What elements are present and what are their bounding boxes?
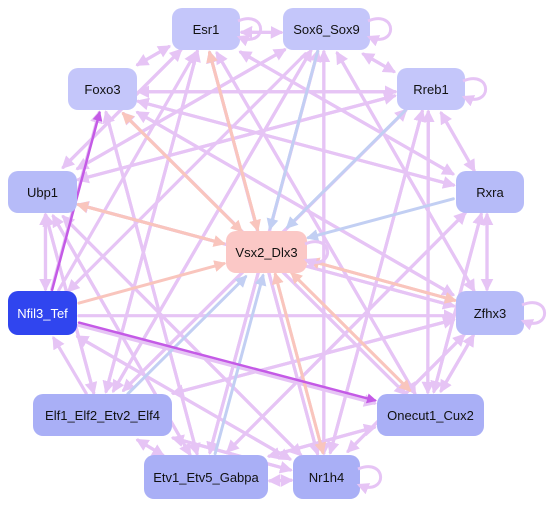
node-label: Nfil3_Tef <box>17 305 68 321</box>
node-esr1[interactable]: Esr1 <box>172 8 240 50</box>
node-label: Foxo3 <box>84 81 121 97</box>
node-label: Sox6_Sox9 <box>293 21 360 37</box>
node-foxo3[interactable]: Foxo3 <box>68 68 137 110</box>
edge-nfil3_tef-to-esr1 <box>57 51 197 292</box>
self-loop-vsx2_dlx3 <box>303 240 329 270</box>
node-elf1-elf2-etv2-elf4[interactable]: Elf1_Elf2_Etv2_Elf4 <box>33 394 172 436</box>
node-label: Zfhx3 <box>473 305 507 321</box>
node-label: Elf1_Elf2_Etv2_Elf4 <box>45 407 160 423</box>
edge-vsx2_dlx3-to-ubp1 <box>76 201 225 246</box>
node-zfhx3[interactable]: Zfhx3 <box>456 291 524 335</box>
edge-rreb1-to-vsx2_dlx3 <box>285 108 408 229</box>
node-nr1h4[interactable]: Nr1h4 <box>293 455 360 499</box>
edge-rxra-to-vsx2_dlx3 <box>306 197 455 241</box>
self-loop-zfhx3 <box>520 301 546 331</box>
self-loop-sox6_sox9 <box>366 17 392 47</box>
node-nfil3-tef[interactable]: Nfil3_Tef <box>8 291 77 335</box>
node-etv1-etv5-gabpa[interactable]: Etv1_Etv5_Gabpa <box>144 455 268 499</box>
self-loop-esr1 <box>236 17 262 47</box>
edge-vsx2_dlx3-to-foxo3 <box>121 112 243 233</box>
node-rreb1[interactable]: Rreb1 <box>397 68 465 110</box>
edge-elf-to-sox6_sox9 <box>111 48 313 393</box>
edge-nfil3_tef-to-onecut1_cux2 <box>77 321 377 404</box>
edge-vsx2_dlx3-to-esr1 <box>206 50 260 232</box>
node-label: Nr1h4 <box>308 469 345 485</box>
edge-etv-to-elf <box>135 438 165 457</box>
edge-nr1h4-to-nfil3_tef <box>75 335 292 461</box>
node-rxra[interactable]: Rxra <box>456 171 524 213</box>
node-sox6-sox9[interactable]: Sox6_Sox9 <box>283 8 370 50</box>
node-label: Esr1 <box>192 21 220 37</box>
node-label: Onecut1_Cux2 <box>387 407 474 423</box>
self-loop-rreb1 <box>461 77 487 107</box>
edge-vsx2_dlx3-to-onecut1_cux2 <box>290 271 412 392</box>
edge-nr1h4-to-zfhx3 <box>346 333 466 453</box>
edge-sox6_sox9-to-nfil3_tef <box>66 52 308 293</box>
node-onecut1-cux2[interactable]: Onecut1_Cux2 <box>377 394 484 436</box>
edge-elf-to-zfhx3 <box>171 316 456 395</box>
edge-nr1h4-to-elf <box>170 434 292 472</box>
node-label: Ubp1 <box>26 184 59 200</box>
edge-elf-to-nfil3_tef <box>52 336 88 395</box>
edge-foxo3-to-esr1 <box>136 45 171 67</box>
node-label: Rreb1 <box>413 81 449 97</box>
node-label: Rxra <box>476 184 504 200</box>
edge-etv-to-rxra <box>226 211 467 453</box>
edge-nfil3_tef-to-vsx2_dlx3 <box>77 260 227 305</box>
edge-rxra-to-esr1 <box>238 50 455 176</box>
edge-nfil3_tef-to-onecut1_cux2 <box>76 323 377 407</box>
edge-rreb1-to-sox6_sox9 <box>361 52 396 74</box>
node-label: Vsx2_Dlx3 <box>235 244 298 260</box>
edge-vsx2_dlx3-to-zfhx3 <box>308 259 457 304</box>
node-vsx2-dlx3[interactable]: Vsx2_Dlx3 <box>226 231 307 273</box>
edge-zfhx3-to-foxo3 <box>135 110 455 297</box>
edge-elf-to-vsx2_dlx3 <box>126 275 248 396</box>
edge-onecut1_cux2-to-zfhx3 <box>439 333 475 393</box>
edge-sox6_sox9-to-vsx2_dlx3 <box>266 49 320 231</box>
edge-rxra-to-foxo3 <box>135 97 455 187</box>
edge-vsx2_dlx3-to-nr1h4 <box>273 272 327 455</box>
self-loop-nr1h4 <box>356 465 382 495</box>
edge-nr1h4-to-etv <box>267 474 293 487</box>
edge-rxra-to-rreb1 <box>439 111 476 172</box>
node-ubp1[interactable]: Ubp1 <box>8 171 77 213</box>
node-label: Etv1_Etv5_Gabpa <box>153 469 259 485</box>
